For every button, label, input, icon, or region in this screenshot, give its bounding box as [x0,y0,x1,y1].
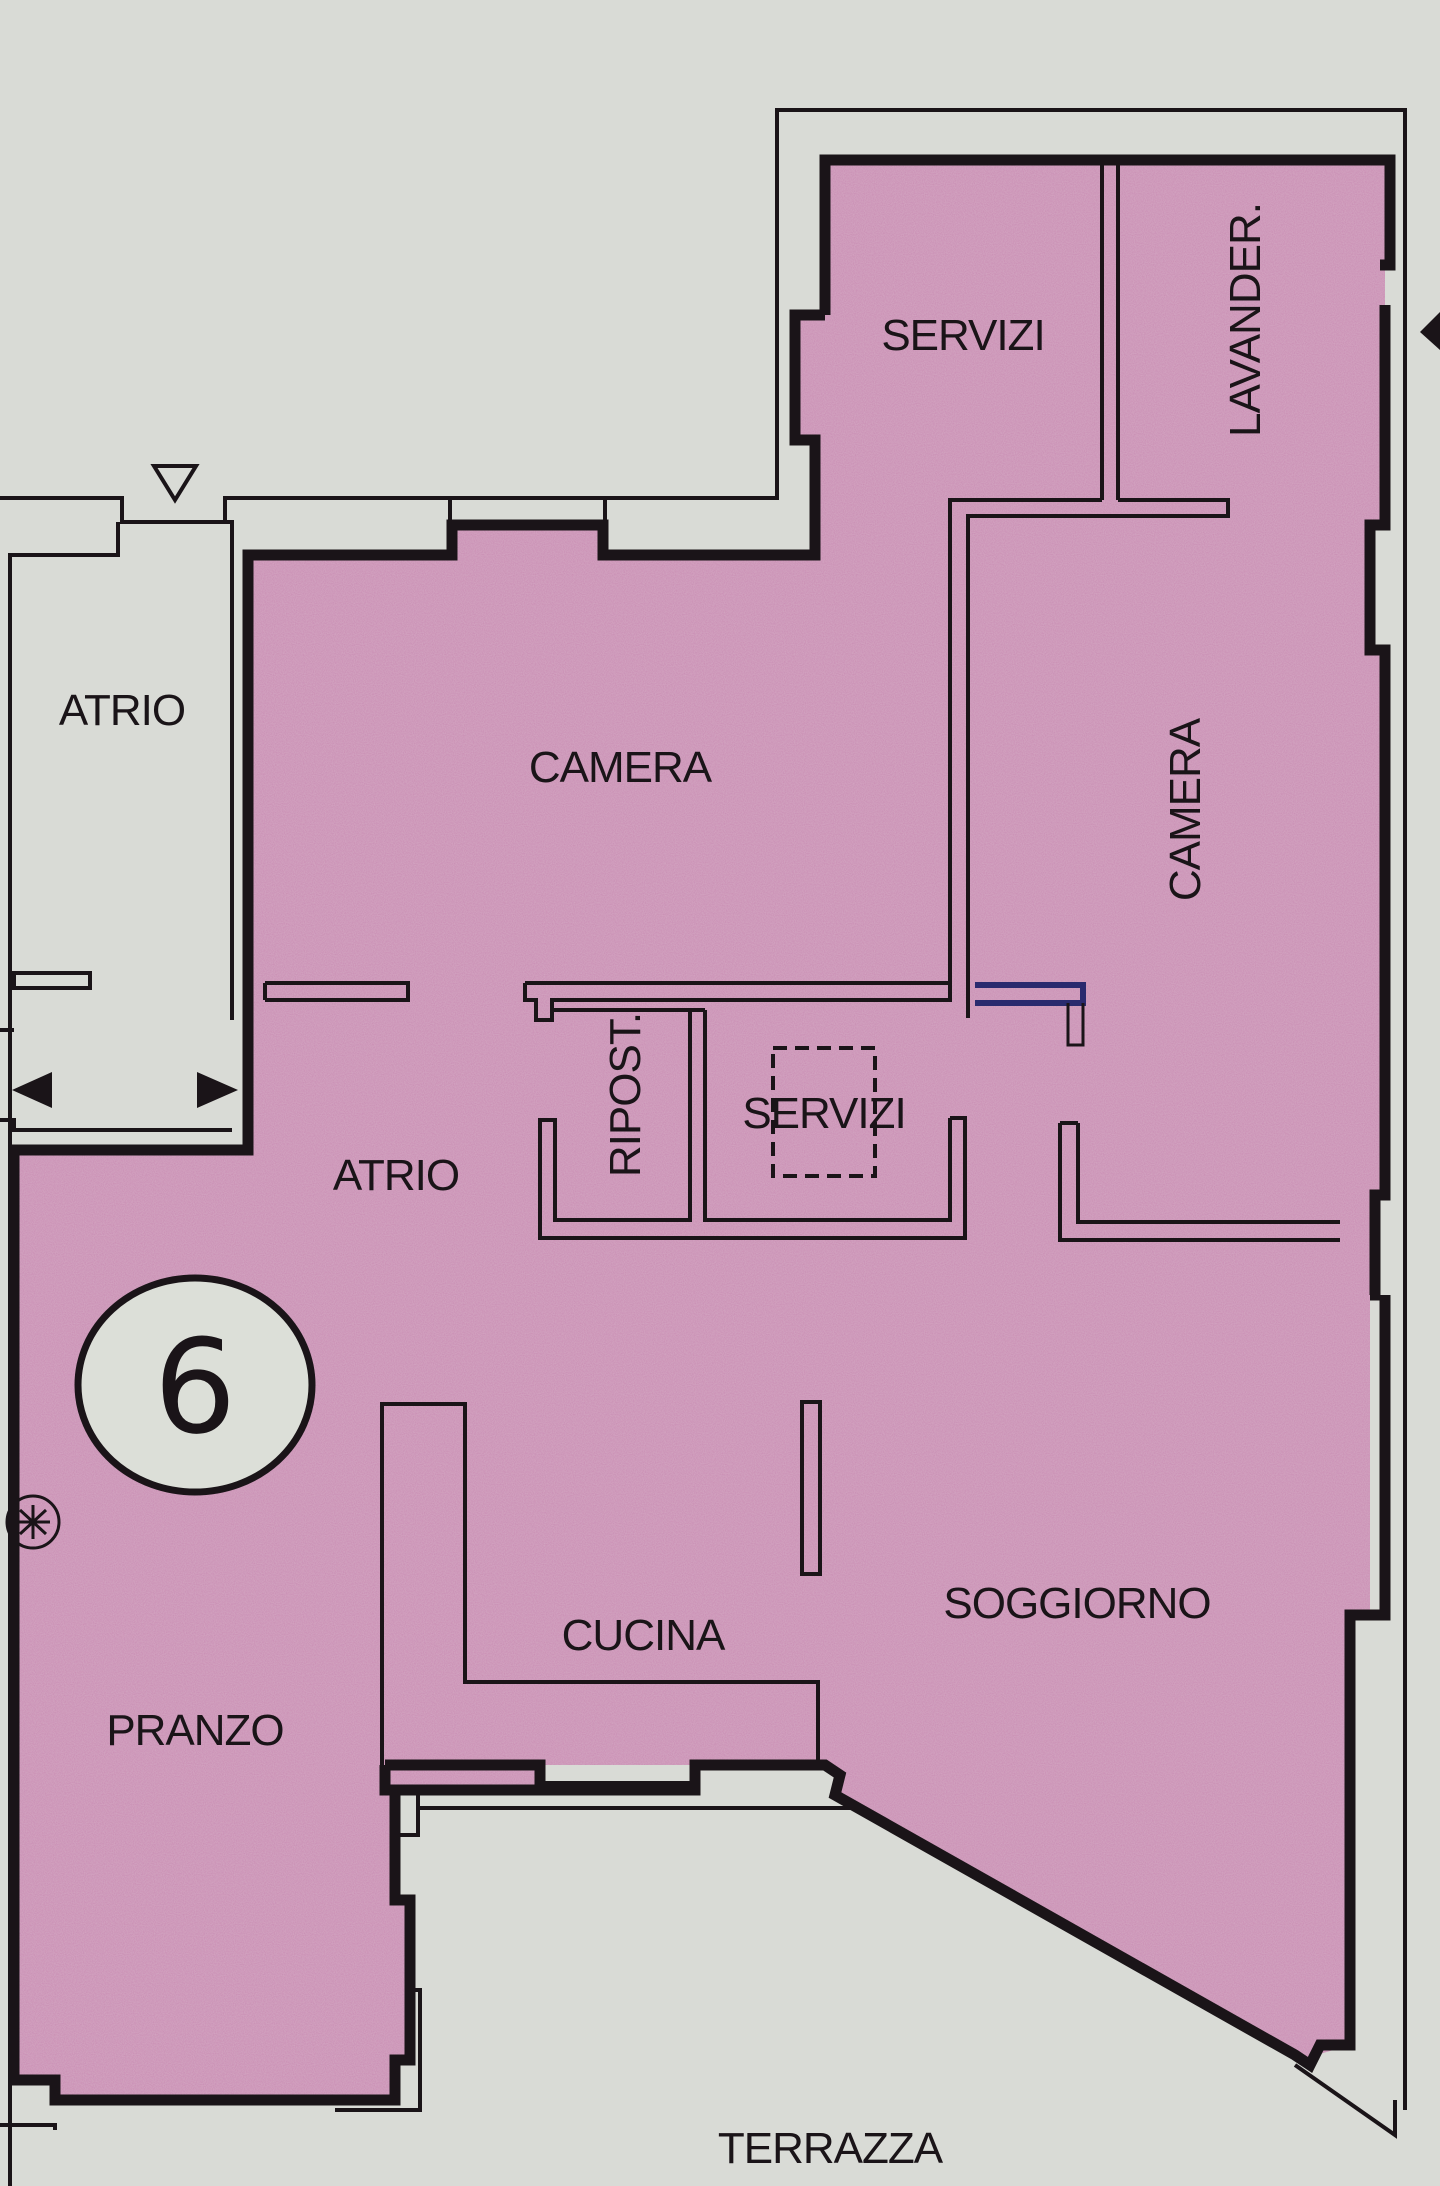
stair-arrow-right-icon [197,1072,238,1108]
unit-exterior-walls [8,154,1396,2106]
room-label-terrazza: TERRAZZA [718,2124,944,2173]
unit-number-badge: 6 [74,1274,316,1496]
unit-number: 6 [154,1311,237,1463]
door-stub-right [1066,1003,1085,1047]
pen-annotation [975,982,1086,1006]
utility-symbol-icon [5,1494,61,1550]
interior-partitions [263,165,1340,1785]
room-label-servizi-top: SERVIZI [881,311,1044,360]
shower-tray-dashed-icon [771,1046,877,1178]
room-label-soggiorno: SOGGIORNO [943,1579,1210,1628]
room-label-camera-main: CAMERA [529,743,713,792]
room-label-servizi-center: SERVIZI [742,1089,905,1138]
room-label-pranzo: PRANZO [106,1706,283,1755]
room-label-lavanderia: LAVANDER. [1221,203,1270,437]
unit-6-area [14,160,1390,2100]
room-label-ripostiglio: RIPOST. [601,1013,650,1177]
room-label-atrio-unit: ATRIO [333,1151,459,1200]
room-label-camera-right: CAMERA [1161,717,1210,901]
room-label-cucina: CUCINA [562,1611,726,1660]
edge-arrow-left-icon [1420,312,1440,350]
room-label-atrio-common: ATRIO [59,686,185,735]
stair-arrow-left-icon [12,1072,52,1108]
entry-arrow-down-icon [150,464,200,504]
